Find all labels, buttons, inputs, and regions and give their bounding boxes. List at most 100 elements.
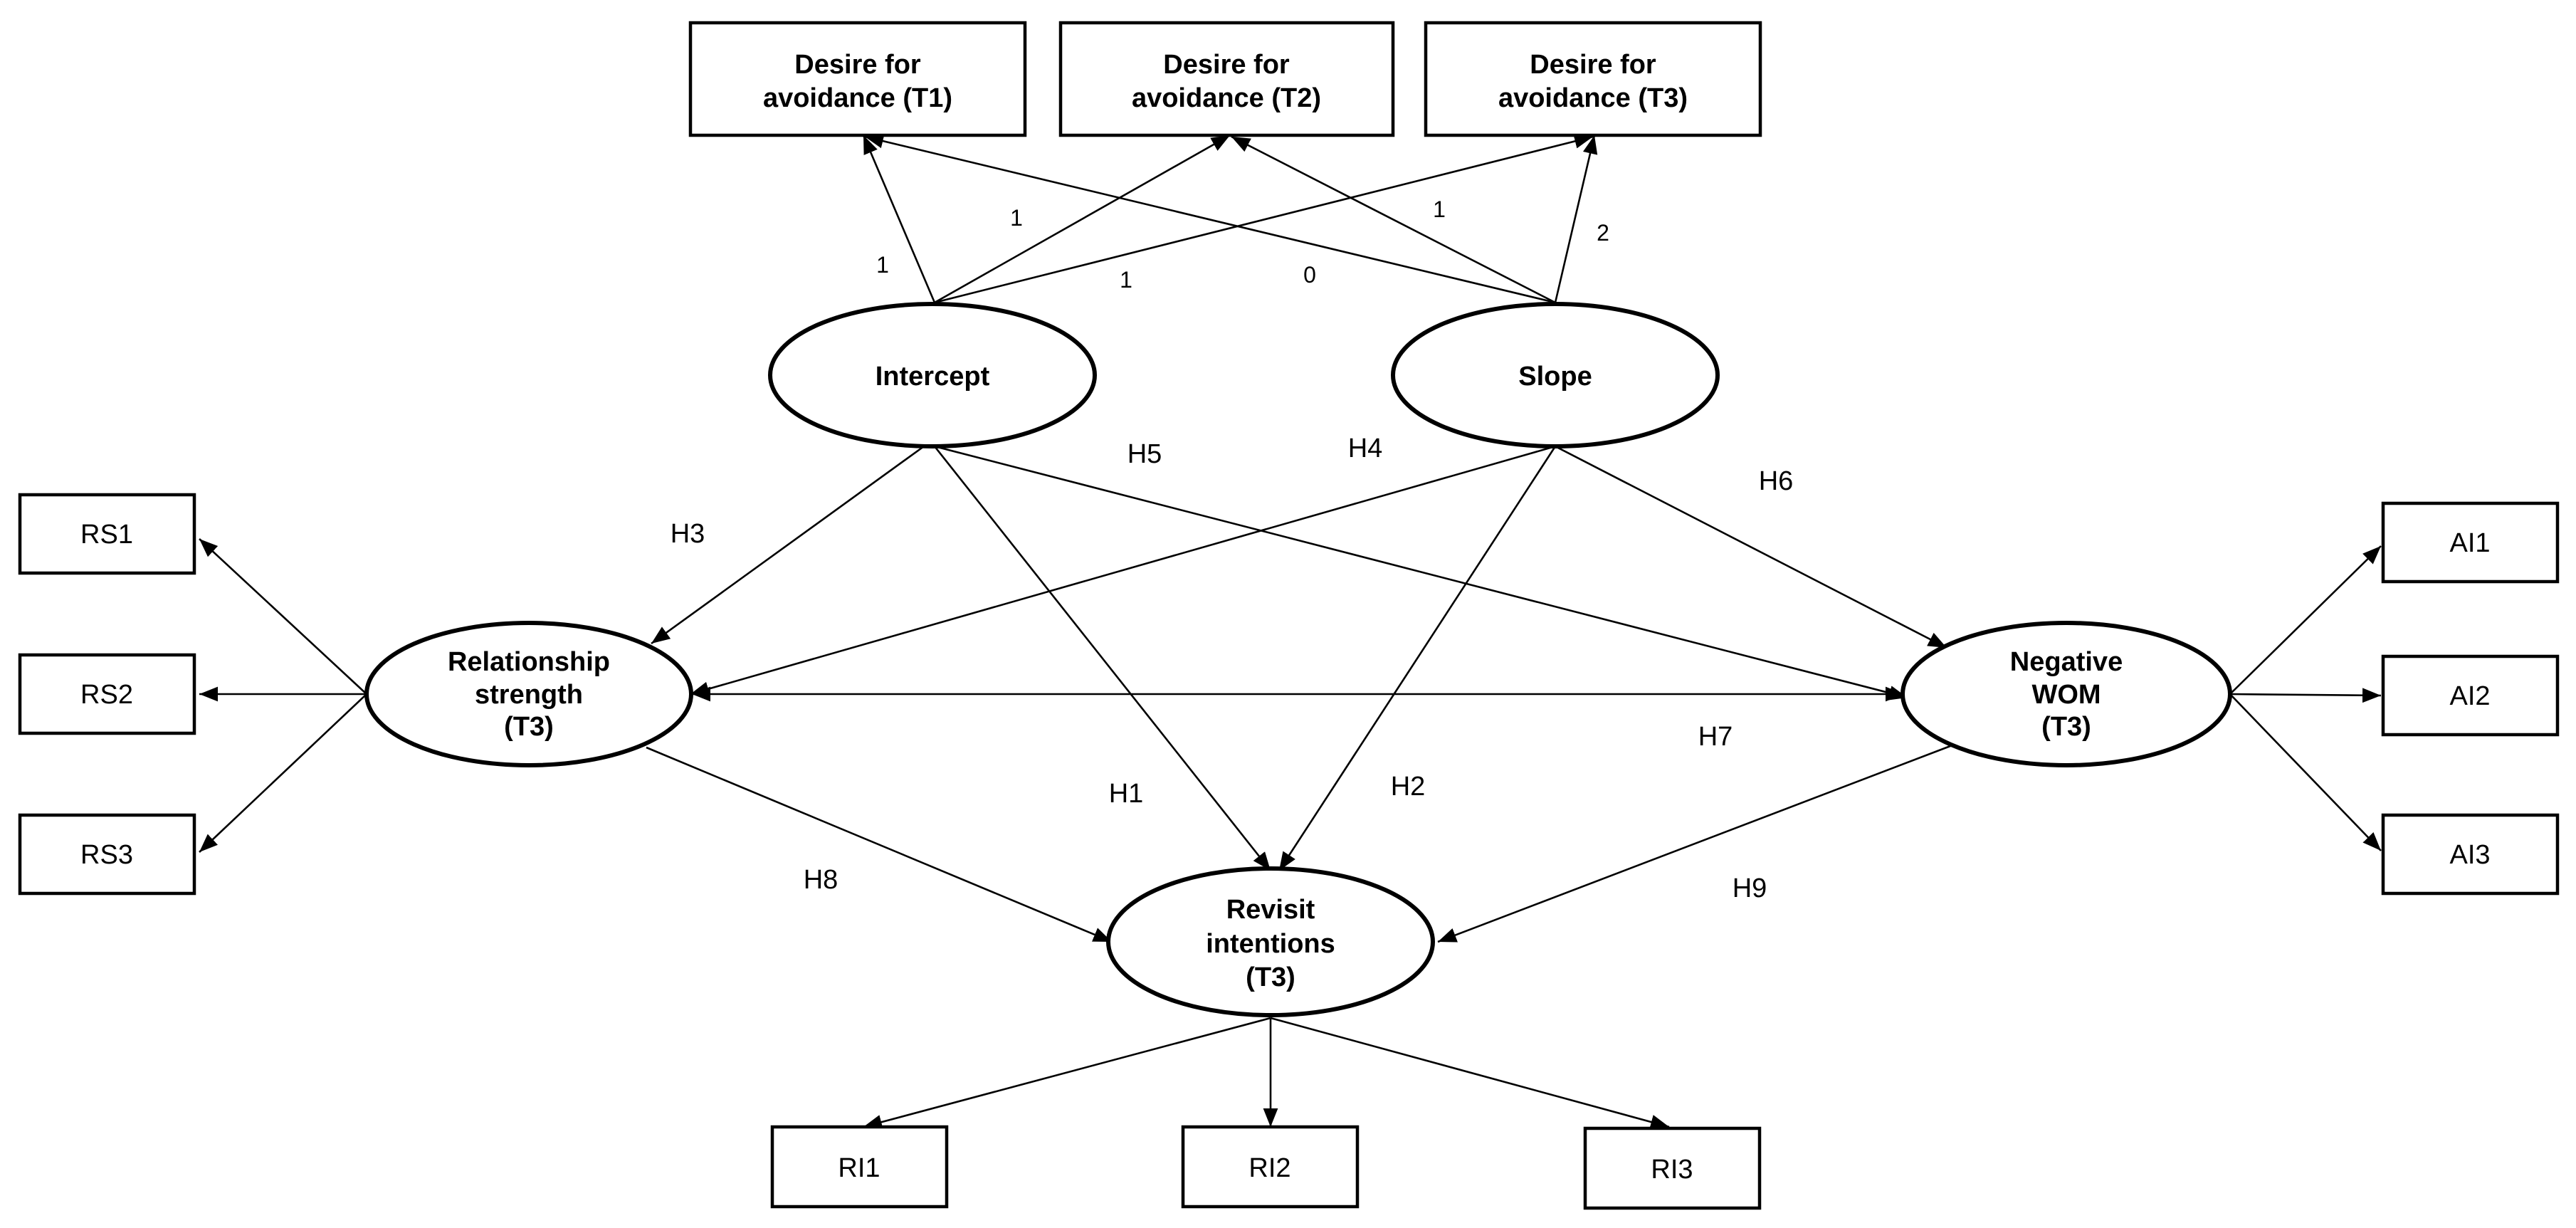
node-relationship-strength-line-3: (T3) xyxy=(504,712,554,742)
edge-h9-negative-wom-to-revisit xyxy=(1437,745,1951,943)
node-rs2: RS2 xyxy=(18,653,196,735)
node-negative-wom-line-1: Negative xyxy=(2010,647,2123,677)
node-desire-for-avoidance-t3-line-1: Desire for xyxy=(1530,50,1656,80)
node-ri1-label: RI1 xyxy=(838,1153,880,1183)
edge-h8-relationship-to-revisit xyxy=(646,746,1113,943)
node-desire-for-avoidance-t2-box xyxy=(1058,21,1395,137)
edge-h1-intercept-to-revisit xyxy=(933,446,1272,871)
edge-intercept-to-dfa-t1 xyxy=(862,135,936,303)
edge-h4-slope-to-relationship xyxy=(690,445,1556,696)
node-ri1-box xyxy=(770,1125,949,1209)
node-desire-for-avoidance-t1: Desire for avoidance (T1) xyxy=(688,21,1027,137)
node-desire-for-avoidance-t1-box xyxy=(688,21,1027,137)
hypothesis-label-h3: H3 xyxy=(671,519,705,549)
node-ai1-label: AI1 xyxy=(2449,528,2490,558)
edge-negative-wom-to-ai2 xyxy=(2229,688,2382,703)
edge-intercept-to-dfa-t3 xyxy=(934,134,1594,304)
node-ai2-label: AI2 xyxy=(2449,681,2490,711)
node-ri2-box xyxy=(1181,1125,1360,1209)
node-intercept: Intercept xyxy=(768,302,1097,448)
node-revisit-intentions-line-2: intentions xyxy=(1206,929,1335,959)
node-ai3-label: AI3 xyxy=(2449,840,2490,870)
node-negative-wom-line-3: (T3) xyxy=(2041,712,2091,742)
node-revisit-intentions-line-3: (T3) xyxy=(1246,962,1295,992)
node-desire-for-avoidance-t2-line-2: avoidance (T2) xyxy=(1132,83,1321,113)
hypothesis-labels: H1 H2 H3 H4 H5 H6 H7 H8 H9 xyxy=(671,434,1794,903)
loading-slope-t1: 0 xyxy=(1303,262,1316,288)
node-rs2-box xyxy=(18,653,196,735)
hypothesis-label-h9: H9 xyxy=(1733,873,1767,903)
edge-relationship-to-rs1 xyxy=(199,538,367,695)
edge-negative-wom-to-ai1 xyxy=(2229,545,2382,695)
node-ri2-label: RI2 xyxy=(1248,1153,1290,1183)
node-relationship-strength-line-1: Relationship xyxy=(448,647,610,677)
node-desire-for-avoidance-t2-line-1: Desire for xyxy=(1163,50,1290,80)
edge-slope-to-dfa-t3 xyxy=(1554,135,1598,303)
loading-intercept-t1: 1 xyxy=(876,252,889,278)
node-ai1: AI1 xyxy=(2381,501,2560,584)
hypothesis-label-h6: H6 xyxy=(1759,466,1794,496)
edge-h2-slope-to-revisit xyxy=(1278,446,1557,871)
edge-revisit-to-ri3 xyxy=(1270,1017,1670,1130)
node-rs3: RS3 xyxy=(18,813,196,896)
node-ai2: AI2 xyxy=(2381,654,2560,737)
node-slope-ellipse xyxy=(1391,302,1720,448)
node-desire-for-avoidance-t1-line-1: Desire for xyxy=(794,50,921,80)
node-desire-for-avoidance-t3: Desire for avoidance (T3) xyxy=(1424,21,1762,137)
node-revisit-intentions-line-1: Revisit xyxy=(1226,895,1315,925)
node-slope: Slope xyxy=(1391,302,1720,448)
hypothesis-label-h4: H4 xyxy=(1348,434,1383,463)
node-relationship-strength-line-2: strength xyxy=(475,680,583,710)
node-intercept-ellipse xyxy=(768,302,1097,448)
node-rs1-box xyxy=(18,493,196,575)
node-ai3-box xyxy=(2381,813,2560,896)
hypothesis-label-h8: H8 xyxy=(804,865,838,895)
loading-slope-t3: 2 xyxy=(1597,220,1609,246)
node-revisit-intentions: Revisit intentions (T3) xyxy=(1106,866,1435,1017)
node-ri3-label: RI3 xyxy=(1651,1155,1693,1185)
loading-slope-t2: 1 xyxy=(1433,196,1446,222)
node-negative-wom-line-2: WOM xyxy=(2031,680,2101,710)
node-rs3-label: RS3 xyxy=(80,840,133,870)
node-ri3-box xyxy=(1583,1126,1762,1210)
hypothesis-label-h2: H2 xyxy=(1391,772,1426,802)
node-desire-for-avoidance-t2: Desire for avoidance (T2) xyxy=(1058,21,1395,137)
node-desire-for-avoidance-t1-line-2: avoidance (T1) xyxy=(763,83,952,113)
edge-h6-slope-to-negative-wom xyxy=(1555,445,1947,649)
edge-slope-to-dfa-t2 xyxy=(1231,135,1556,304)
node-ai1-box xyxy=(2381,501,2560,584)
edge-h3-intercept-to-relationship xyxy=(651,445,925,645)
edge-slope-to-dfa-t1 xyxy=(864,133,1556,304)
nodes: Desire for avoidance (T1) Desire for avo… xyxy=(18,21,2560,1210)
node-desire-for-avoidance-t3-box xyxy=(1424,21,1762,137)
node-relationship-strength: Relationship strength (T3) xyxy=(364,621,693,767)
loading-intercept-t3: 1 xyxy=(1120,267,1132,293)
node-negative-wom-ellipse xyxy=(1901,621,2232,767)
edge-relationship-to-rs3 xyxy=(199,693,367,853)
node-intercept-label: Intercept xyxy=(876,362,990,392)
node-rs1: RS1 xyxy=(18,493,196,575)
node-desire-for-avoidance-t3-line-2: avoidance (T3) xyxy=(1498,83,1688,113)
edge-intercept-to-dfa-t2 xyxy=(934,134,1231,304)
edges xyxy=(199,133,2382,1130)
node-rs1-label: RS1 xyxy=(80,520,133,550)
node-negative-wom: Negative WOM (T3) xyxy=(1901,621,2232,767)
edge-revisit-to-ri1 xyxy=(863,1017,1271,1130)
node-rs2-label: RS2 xyxy=(80,680,133,710)
edge-negative-wom-to-ai3 xyxy=(2229,693,2382,851)
node-relationship-strength-ellipse xyxy=(364,621,693,767)
edge-h5-intercept-to-negative-wom xyxy=(934,445,1908,700)
hypothesis-label-h1: H1 xyxy=(1109,779,1144,809)
node-rs3-box xyxy=(18,813,196,896)
node-ai2-box xyxy=(2381,654,2560,737)
hypothesis-label-h7: H7 xyxy=(1698,722,1733,752)
node-ai3: AI3 xyxy=(2381,813,2560,896)
hypothesis-label-h5: H5 xyxy=(1127,439,1162,469)
node-ri3: RI3 xyxy=(1583,1126,1762,1210)
node-ri1: RI1 xyxy=(770,1125,949,1209)
loading-intercept-t2: 1 xyxy=(1010,205,1023,231)
node-slope-label: Slope xyxy=(1518,362,1592,392)
node-ri2: RI2 xyxy=(1181,1125,1360,1209)
loading-labels: 1 1 1 0 1 2 xyxy=(876,196,1609,293)
